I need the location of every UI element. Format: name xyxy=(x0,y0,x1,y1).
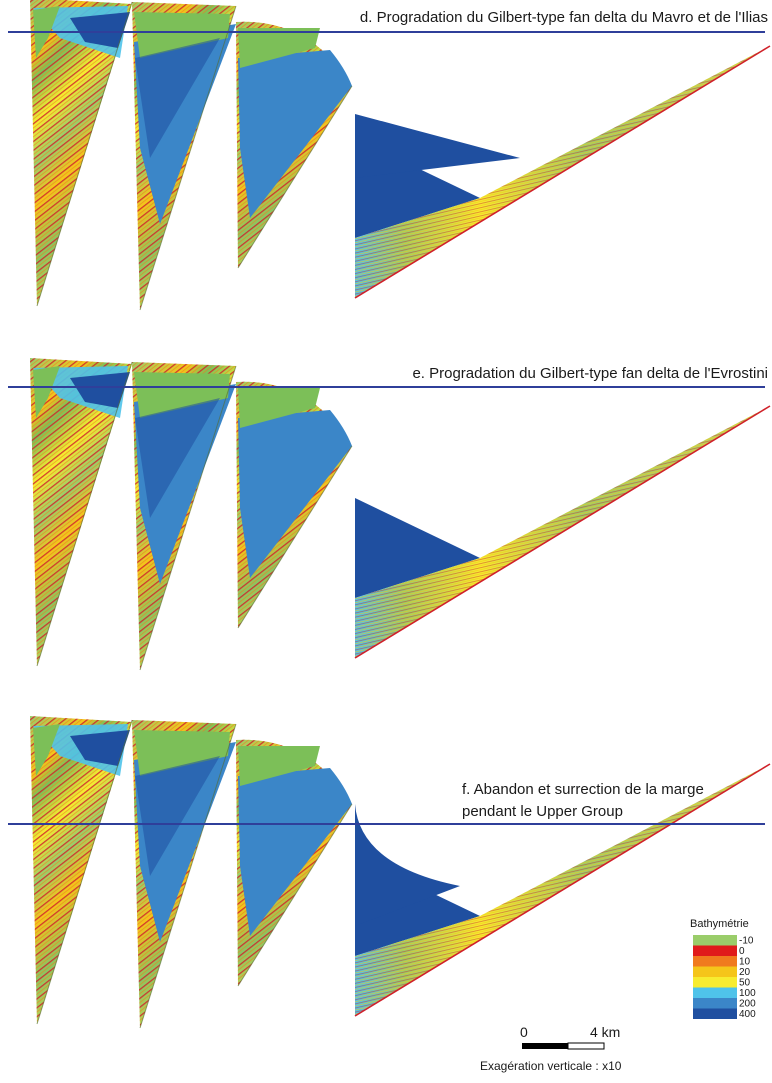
panel-d-title: d. Progradation du Gilbert-type fan delt… xyxy=(360,9,768,26)
panel-e: e. Progradation du Gilbert-type fan delt… xyxy=(8,357,771,671)
panel-d-section xyxy=(29,0,771,311)
legend-label: 20 xyxy=(739,967,751,978)
panel-d: d. Progradation du Gilbert-type fan delt… xyxy=(8,0,771,311)
legend-swatch-neg10 xyxy=(693,935,737,946)
legend-label: 100 xyxy=(739,988,756,999)
panel-f: f. Abandon et surrection de la marge pen… xyxy=(8,715,771,1029)
scale-bar-black xyxy=(522,1043,568,1049)
legend-swatch-0 xyxy=(693,945,737,956)
panel-e-title: e. Progradation du Gilbert-type fan delt… xyxy=(412,365,768,382)
panel-e-section xyxy=(29,357,771,671)
legend-label: 10 xyxy=(739,957,751,968)
legend-swatch-400 xyxy=(693,1008,737,1019)
panel-f-title-line1: f. Abandon et surrection de la marge xyxy=(462,781,704,798)
legend-label: 200 xyxy=(739,999,756,1010)
legend-label: 400 xyxy=(739,1009,756,1020)
legend-label: -10 xyxy=(739,936,754,947)
scale-end-label: 4 km xyxy=(590,1024,620,1040)
legend-swatch-20 xyxy=(693,966,737,977)
legend-swatch-200 xyxy=(693,998,737,1009)
legend-swatch-10 xyxy=(693,956,737,967)
legend-swatch-100 xyxy=(693,987,737,998)
legend-label: 50 xyxy=(739,978,751,989)
scale-bar-white xyxy=(567,1042,605,1050)
vertical-exaggeration-note: Exagération verticale : x10 xyxy=(480,1059,622,1073)
legend-title: Bathymétrie xyxy=(690,918,749,930)
panel-f-title-line2: pendant le Upper Group xyxy=(462,803,623,820)
panel-f-section xyxy=(29,715,771,1029)
scale-bar: 0 4 km xyxy=(520,1024,620,1050)
legend-swatch-50 xyxy=(693,977,737,988)
legend-label: 0 xyxy=(739,946,745,957)
scale-start-label: 0 xyxy=(520,1024,528,1040)
